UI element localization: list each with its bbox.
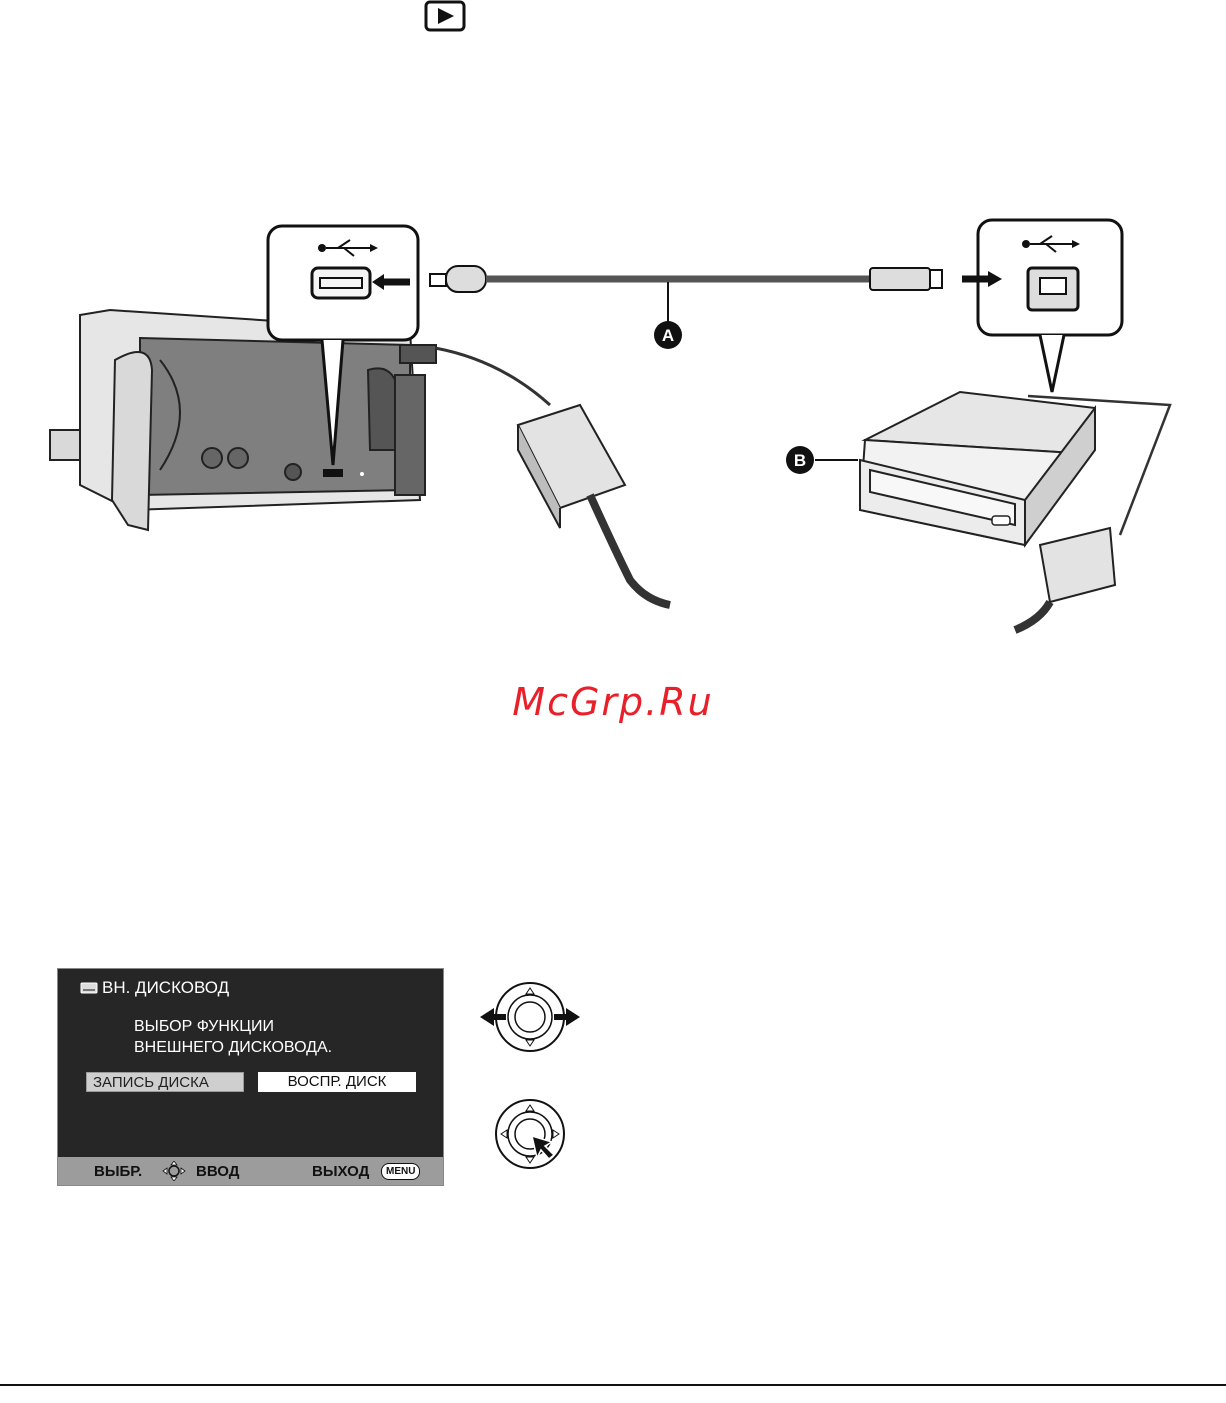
joystick-icon [162,1161,186,1181]
menu-message-line1: ВЫБОР ФУНКЦИИ [134,1016,332,1037]
watermark: McGrp.Ru [0,680,1226,724]
disc-play-option[interactable]: ВОСПР. ДИСК [258,1072,416,1092]
menu-button-badge: MENU [381,1163,420,1180]
bottom-divider [0,1384,1226,1386]
menu-title: ВН. ДИСКОВОД [102,978,229,998]
footer-select-label: ВЫБР. [94,1163,142,1180]
menu-message: ВЫБОР ФУНКЦИИ ВНЕШНЕГО ДИСКОВОДА. [134,1016,332,1058]
camcorder-illustration [50,310,436,530]
usb-cable: A [430,266,942,349]
joystick-left-right-icon [476,980,584,1054]
disc-drive-icon [80,982,98,994]
external-drive-menu-screen: ВН. ДИСКОВОД ВЫБОР ФУНКЦИИ ВНЕШНЕГО ДИСК… [57,968,444,1186]
external-disc-drive: B [786,392,1170,630]
disc-record-option[interactable]: ЗАПИСЬ ДИСКА [86,1072,244,1092]
menu-footer: ВЫБР. ВВОД ВЫХОД MENU [58,1157,443,1185]
play-mode-icon [424,0,466,32]
drive-usb-port-callout [962,220,1122,392]
footer-exit-label: ВЫХОД [312,1163,369,1180]
cable-label: A [662,326,674,345]
menu-title-row: ВН. ДИСКОВОД [80,978,229,998]
drive-label: B [794,451,806,470]
menu-message-line2: ВНЕШНЕГО ДИСКОВОДА. [134,1037,332,1058]
footer-enter-label: ВВОД [196,1163,239,1180]
camera-ac-adapter [435,348,670,605]
joystick-press-icon [494,1098,566,1170]
connection-diagram: A B [40,210,1190,650]
